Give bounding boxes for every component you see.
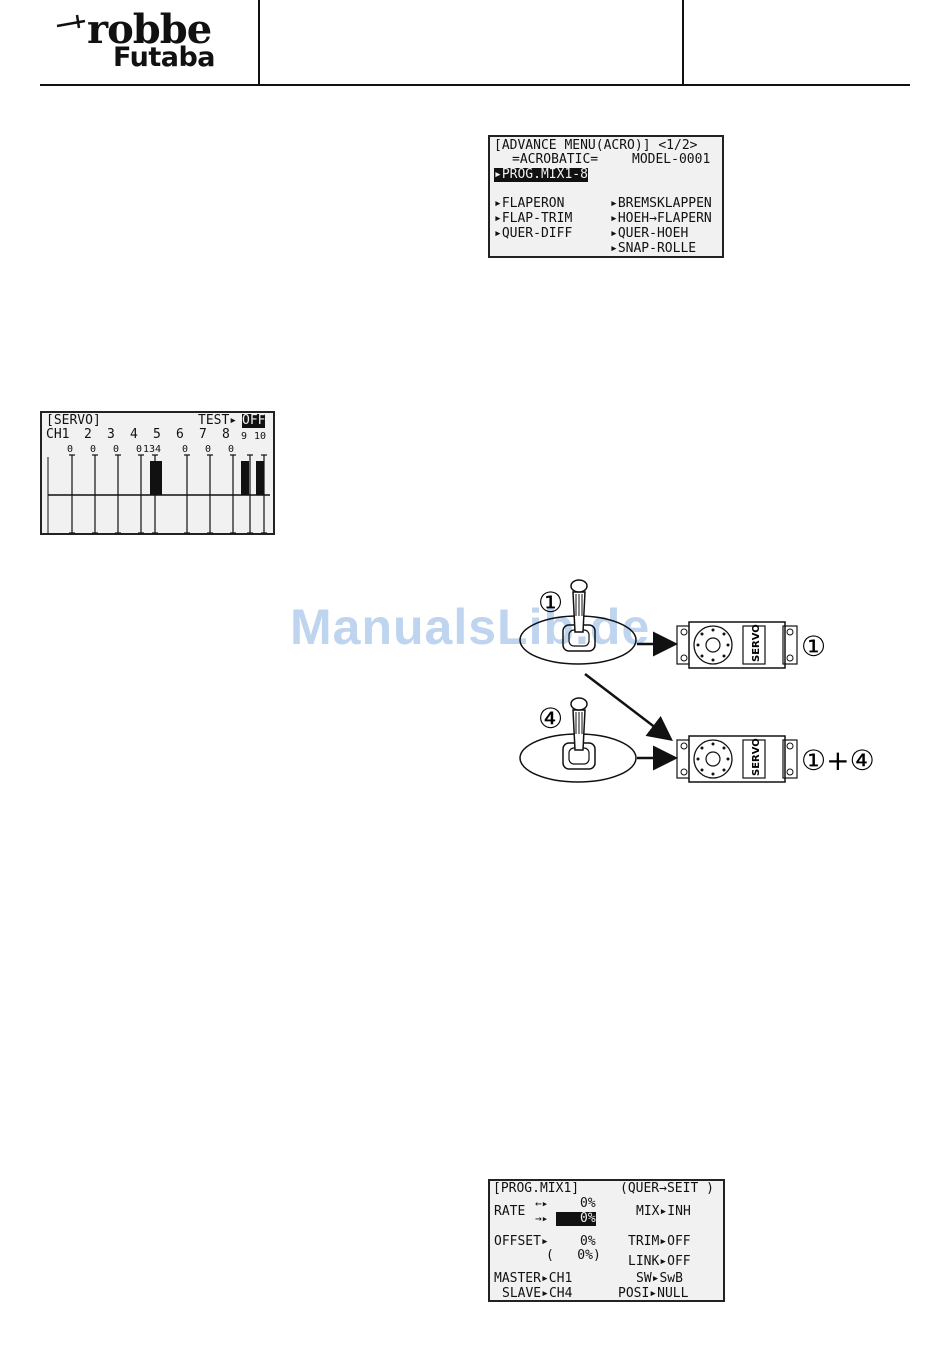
servo-channel-10: 10 [254, 431, 267, 442]
stick-1-icon [519, 579, 637, 665]
servo-test-label: TEST▸ [198, 413, 238, 428]
servo-1-text: SERVO [751, 624, 762, 662]
servo-channel-3: 3 [107, 427, 115, 442]
trim-status[interactable]: TRIM▸OFF [628, 1234, 691, 1249]
servo-value-5: 134 [143, 444, 162, 455]
stick-4-icon [519, 697, 637, 783]
advance-menu-model: MODEL-0001 [632, 152, 711, 167]
stick-1-label: ① [538, 586, 563, 619]
menu-item-flap-trim[interactable]: ▸FLAP-TRIM [494, 211, 573, 226]
servo-value-6: 0 [182, 444, 189, 455]
prog-mix-name: (QUER→SEIT ) [620, 1181, 714, 1196]
logo-robbe-text: robbe [87, 6, 212, 53]
offset-value[interactable]: 0% [580, 1234, 596, 1249]
menu-item-prog-mix[interactable]: ▸PROG.MIX1-8 [494, 167, 588, 182]
logo-futaba-text: Futaba [113, 42, 216, 73]
servo-channel-label: CH1 [46, 427, 70, 442]
menu-item-hoeh-flapern[interactable]: ▸HOEH→FLAPERN [610, 211, 712, 226]
servo-channel-6: 6 [176, 427, 184, 442]
advance-menu-title: [ADVANCE MENU(ACRO)] <1/2> [494, 138, 698, 153]
rate-right-arrow: →▸ [535, 1212, 549, 1225]
servo-bar-graph [47, 454, 270, 534]
prog-mix-title: [PROG.MIX1] [493, 1181, 580, 1196]
master-channel[interactable]: MASTER▸CH1 [494, 1271, 573, 1286]
offset-current: ( 0%) [546, 1248, 601, 1263]
servo-1-icon: SERVO [676, 621, 798, 669]
servo-channel-2: 2 [84, 427, 92, 442]
advance-menu-screen: [ADVANCE MENU(ACRO)] <1/2> =ACROBATIC= M… [488, 135, 724, 258]
menu-item-snap-rolle[interactable]: ▸SNAP-ROLLE [610, 241, 697, 256]
servo-channel-9: 9 [241, 431, 248, 442]
rate-left-arrow: ←▸ [535, 1197, 549, 1210]
header-divider-left [258, 0, 260, 86]
servo-screen: [SERVO] TEST▸ OFF CH1 2 3 4 5 6 7 8 9 10… [40, 411, 275, 535]
rate-right-value[interactable]: 0% [556, 1212, 596, 1226]
servo-channel-7: 7 [199, 427, 207, 442]
servo-channel-8: 8 [222, 427, 230, 442]
switch-position[interactable]: POSI▸NULL [618, 1286, 689, 1301]
stick-4-label: ④ [538, 702, 563, 735]
menu-item-quer-hoeh[interactable]: ▸QUER-HOEH [610, 226, 689, 241]
link-status[interactable]: LINK▸OFF [628, 1254, 691, 1269]
servo-value-8: 0 [228, 444, 235, 455]
servo-channel-4: 4 [130, 427, 138, 442]
servo-channel-5: 5 [153, 427, 161, 442]
offset-label: OFFSET▸ [494, 1234, 549, 1249]
watermark: ManualsLib.de [290, 599, 651, 655]
prog-mix-screen: [PROG.MIX1] (QUER→SEIT ) RATE ←▸ 0% →▸ 0… [488, 1179, 725, 1302]
plane-icon [56, 14, 86, 29]
mix-status[interactable]: MIX▸INH [636, 1204, 691, 1219]
servo-1-label: ① [801, 630, 826, 663]
servo-test-value[interactable]: OFF [242, 413, 266, 428]
menu-item-quer-diff[interactable]: ▸QUER-DIFF [494, 226, 573, 241]
mixing-diagram: ① ④ SERVO ① SERVO [519, 579, 875, 783]
menu-item-flaperon[interactable]: ▸FLAPERON [494, 196, 565, 211]
header-divider-right [682, 0, 684, 86]
servo-2-text: SERVO [751, 738, 762, 776]
servo-value-2: 0 [90, 444, 97, 455]
servo-2-icon: SERVO [676, 735, 798, 783]
menu-item-bremsklappen[interactable]: ▸BREMSKLAPPEN [610, 196, 712, 211]
rate-label: RATE [494, 1204, 526, 1219]
advance-menu-mode: =ACROBATIC= [512, 152, 599, 167]
servo-value-4: 0 [136, 444, 143, 455]
servo-value-1: 0 [67, 444, 74, 455]
switch-setting[interactable]: SW▸SwB [636, 1271, 683, 1286]
servo-value-7: 0 [205, 444, 212, 455]
servo-value-3: 0 [113, 444, 120, 455]
servo-title: [SERVO] [46, 413, 101, 428]
robbe-futaba-logo: robbe Futaba [55, 6, 245, 78]
rate-left-value[interactable]: 0% [580, 1196, 596, 1211]
arrow-stick1-servo2 [584, 673, 673, 742]
servo-2-label: ①+④ [801, 744, 875, 777]
header-rule [40, 84, 910, 86]
slave-channel[interactable]: SLAVE▸CH4 [502, 1286, 573, 1301]
